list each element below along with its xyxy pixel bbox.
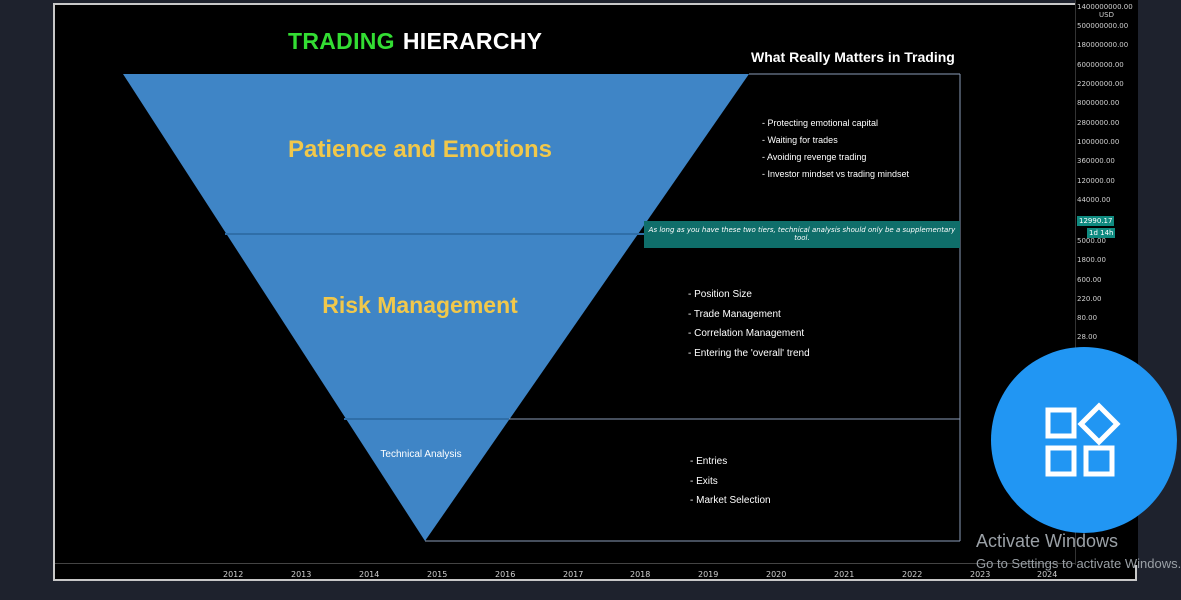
list-item: - Avoiding revenge trading <box>762 152 867 162</box>
price-label: 44000.00 <box>1077 196 1111 204</box>
year-label: 2015 <box>427 570 448 579</box>
year-label: 2023 <box>970 570 991 579</box>
tier1-bullet-list: - Protecting emotional capital - Waiting… <box>762 118 909 186</box>
price-label: 2800000.00 <box>1077 119 1120 127</box>
price-label: 5000.00 <box>1077 237 1106 245</box>
widgets-icon <box>1045 402 1121 477</box>
price-label: 8000000.00 <box>1077 99 1120 107</box>
right-panel-box <box>425 73 961 542</box>
list-item: - Market Selection <box>690 495 771 506</box>
price-label: 180000000.00 <box>1077 41 1129 49</box>
bar-countdown-tag: 1d 14h <box>1087 228 1116 238</box>
list-item: - Protecting emotional capital <box>762 118 879 128</box>
year-label: 2022 <box>902 570 923 579</box>
price-label: 1800.00 <box>1077 256 1106 264</box>
activate-windows-subtitle: Go to Settings to activate Windows. <box>976 556 1181 571</box>
price-label: 1000000.00 <box>1077 138 1120 146</box>
tier-label-risk: Risk Management <box>322 292 518 318</box>
page-title: TRADING HIERARCHY <box>288 28 542 55</box>
price-label: 1400000000.00 <box>1077 3 1133 11</box>
list-item: - Entries <box>690 456 728 467</box>
list-item: - Exits <box>690 475 718 487</box>
title-word-trading: TRADING <box>288 28 395 54</box>
tier-label-technical: Technical Analysis <box>380 449 462 460</box>
list-item: - Entering the 'overall' trend <box>688 347 810 359</box>
year-label: 2018 <box>630 570 651 579</box>
tier-label-patience: Patience and Emotions <box>287 136 553 163</box>
year-label: 2012 <box>223 570 244 579</box>
year-label: 2016 <box>495 570 516 579</box>
funnel-triangle <box>123 74 749 541</box>
list-item: - Waiting for trades <box>762 135 838 145</box>
year-label: 2019 <box>698 570 719 579</box>
price-label: 600.00 <box>1077 276 1102 284</box>
list-item: - Investor mindset vs trading mindset <box>762 169 910 179</box>
price-label: 120000.00 <box>1077 177 1115 185</box>
year-label: 2020 <box>766 570 787 579</box>
current-price-tag: 12990.17 <box>1077 216 1115 226</box>
price-label: 22000000.00 <box>1077 80 1124 88</box>
list-item: - Position Size <box>688 289 752 300</box>
time-axis[interactable] <box>55 563 1075 582</box>
price-label: 220.00 <box>1077 295 1102 303</box>
tier2-bullet-list: - Position Size - Trade Management - Cor… <box>688 289 810 367</box>
list-item: - Correlation Management <box>688 328 805 339</box>
list-item: - Trade Management <box>688 308 781 320</box>
subtitle: What Really Matters in Trading <box>751 49 955 65</box>
activate-windows-title: Activate Windows <box>976 531 1119 551</box>
price-label: 360000.00 <box>1077 157 1115 165</box>
tier3-bullet-list: - Entries - Exits - Market Selection <box>690 456 771 515</box>
price-label: 60000000.00 <box>1077 61 1124 69</box>
year-label: 2014 <box>359 570 380 579</box>
title-word-hierarchy: HIERARCHY <box>402 28 543 54</box>
supplementary-note: As long as you have these two tiers, tec… <box>644 221 960 248</box>
year-label: 2021 <box>834 570 855 579</box>
price-label: 80.00 <box>1077 314 1098 322</box>
price-label: 28.00 <box>1077 333 1098 341</box>
year-label: 2024 <box>1037 570 1058 579</box>
widget-button[interactable] <box>991 347 1177 533</box>
year-label: 2013 <box>291 570 312 579</box>
currency-label: USD <box>1099 11 1114 19</box>
price-label: 500000000.00 <box>1077 22 1129 30</box>
year-label: 2017 <box>563 570 584 579</box>
